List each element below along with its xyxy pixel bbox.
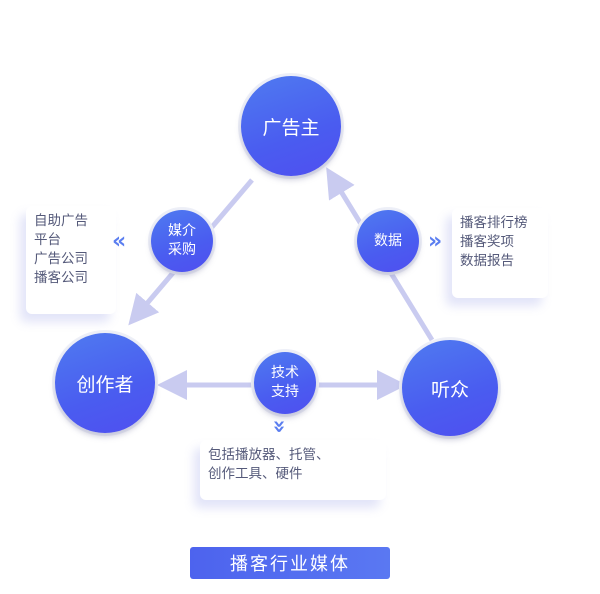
- node-label: 创作者: [76, 373, 134, 396]
- link-label: 支持: [271, 384, 299, 400]
- node-audience: 听众: [402, 340, 498, 436]
- chevron-left-icon: «: [112, 229, 127, 254]
- left-item: 播客公司: [34, 270, 88, 286]
- right-info-box: 播客排行榜 播客奖项 数据报告: [452, 208, 548, 298]
- right-item: 播客排行榜: [460, 215, 528, 231]
- node-advertiser: 广告主: [241, 76, 341, 176]
- link-media-purchase: 媒介采购: [151, 210, 213, 272]
- link-label: 技术: [271, 365, 299, 381]
- link-label: 媒介: [168, 223, 196, 239]
- node-creator: 创作者: [55, 333, 155, 433]
- bottom-info-box: 包括播放器、托管、 创作工具、硬件: [200, 440, 386, 500]
- left-item: 广告公司: [34, 251, 88, 267]
- link-label: 数据: [374, 232, 402, 249]
- right-item: 播客奖项: [460, 234, 514, 250]
- link-tech-support: 技术支持: [254, 352, 316, 414]
- node-label: 听众: [430, 378, 469, 401]
- right-item: 数据报告: [460, 253, 514, 269]
- left-item: 平台: [34, 232, 61, 248]
- link-label: 采购: [168, 242, 196, 258]
- chevron-right-icon: »: [428, 229, 443, 254]
- diagram-title: 播客行业媒体: [190, 547, 390, 579]
- link-data: 数据: [357, 210, 419, 272]
- node-label: 广告主: [262, 116, 320, 139]
- bottom-item: 创作工具、硬件: [208, 466, 303, 482]
- bottom-item: 包括播放器、托管、: [208, 447, 330, 463]
- left-item: 自助广告: [34, 213, 88, 229]
- left-info-box: 自助广告 平台 广告公司 播客公司: [26, 206, 116, 314]
- chevron-down-icon: »: [266, 419, 292, 426]
